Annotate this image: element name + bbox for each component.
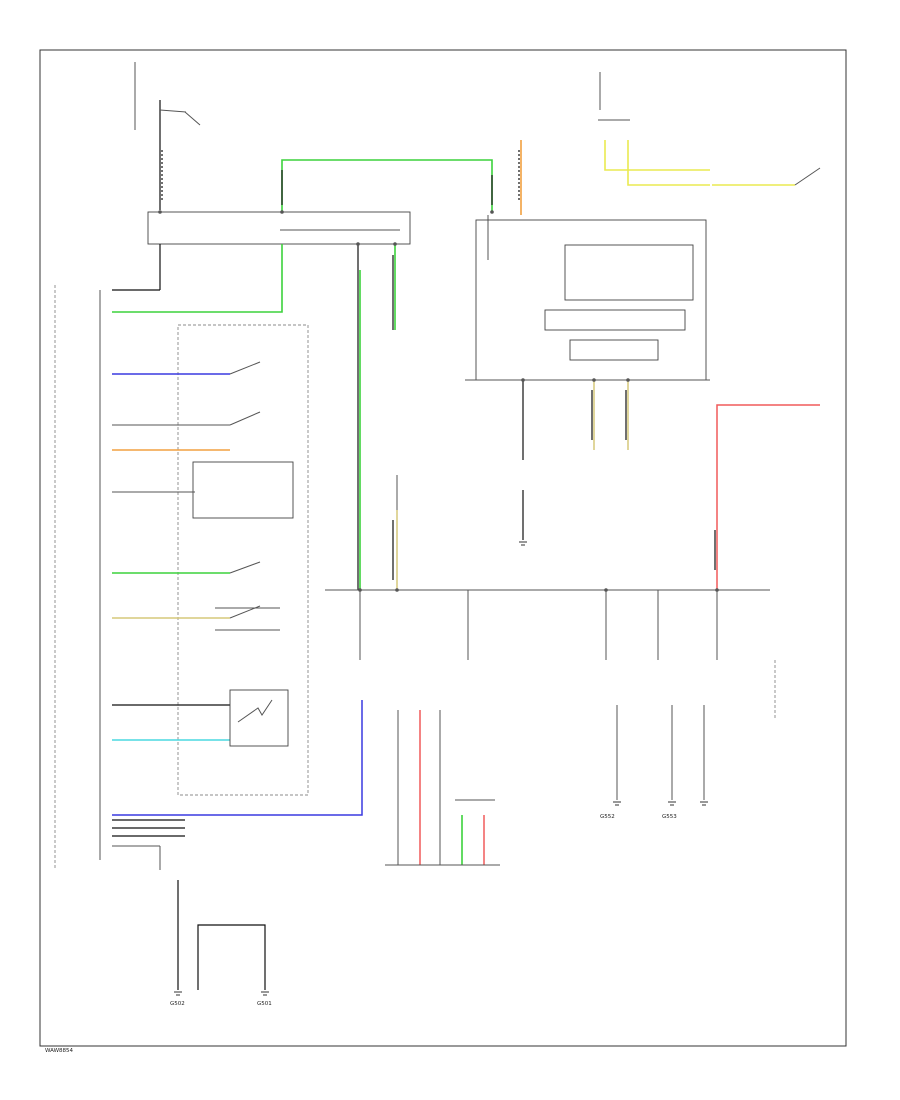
under-dash-fuse-box (147, 211, 411, 245)
diagram-frame (39, 49, 847, 1047)
sub-box-1 (564, 244, 694, 301)
ground-label: G501 (257, 1001, 272, 1007)
ground-label: G553 (662, 814, 677, 820)
sub-box-2 (544, 309, 686, 331)
light-control-switch (192, 461, 294, 519)
ground-label: G502 (170, 1001, 185, 1007)
connector-markers (158, 210, 719, 592)
sub-box-3 (569, 339, 659, 361)
ground-symbols (174, 541, 708, 996)
dimmer-switch (229, 689, 289, 747)
switch-panel (177, 324, 309, 796)
switch-contacts (215, 361, 280, 631)
diagram-code: WAW8854 (45, 1048, 74, 1054)
ground-label: G552 (600, 814, 615, 820)
